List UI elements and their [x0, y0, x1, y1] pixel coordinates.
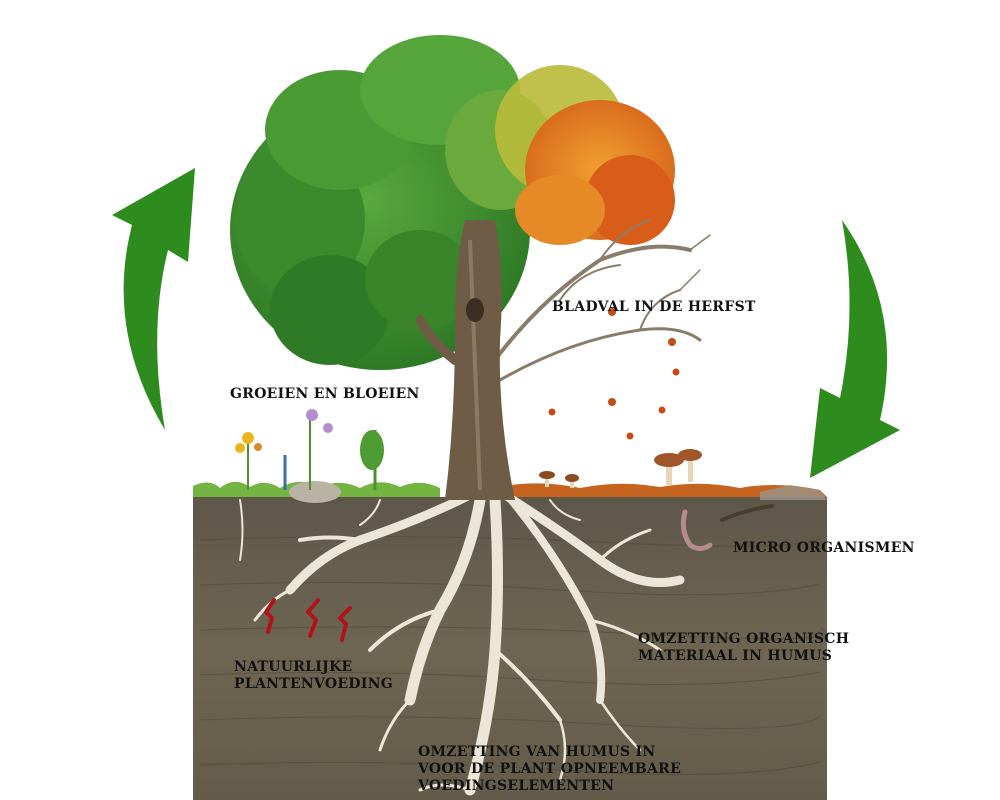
tree-roots — [239, 490, 685, 796]
label-micro-organisms: MICRO ORGANISMEN — [733, 540, 915, 556]
cycle-arrow-right — [810, 220, 900, 478]
label-natural-nutrition-line: NATUURLIJKE — [234, 659, 353, 675]
soil-creatures — [680, 504, 774, 551]
label-natural-nutrition-line: PLANTENVOEDING — [234, 676, 394, 692]
flowering-plants — [235, 409, 384, 490]
label-conversion-organic: OMZETTING ORGANISCH MATERIAAL IN HUMUS — [638, 631, 849, 665]
nutrient-uptake-icons — [264, 598, 352, 642]
tree-crown-autumn — [495, 65, 675, 245]
label-conversion-humus: OMZETTING VAN HUMUS IN VOOR DE PLANT OPN… — [418, 744, 681, 795]
falling-leaves — [548, 308, 680, 440]
mushrooms — [539, 449, 702, 488]
soil — [193, 497, 827, 800]
ground-surface — [193, 481, 827, 503]
label-conversion-humus-line: OMZETTING VAN HUMUS IN — [418, 744, 656, 760]
butterfly — [254, 443, 262, 451]
tree-trunk — [415, 220, 515, 500]
label-leaf-fall: BLADVAL IN DE HERFST — [552, 299, 756, 315]
bare-branches — [493, 219, 711, 382]
label-conversion-humus-line: VOOR DE PLANT OPNEEMBARE — [418, 761, 682, 777]
cycle-arrow-left — [112, 168, 195, 430]
label-growing: GROEIEN EN BLOEIEN — [230, 386, 420, 402]
label-conversion-organic-line: OMZETTING ORGANISCH — [638, 631, 850, 647]
label-conversion-humus-line: VOEDINGSELEMENTEN — [418, 778, 615, 794]
owl-hole — [466, 298, 484, 322]
stone — [289, 481, 341, 503]
label-conversion-organic-line: MATERIAAL IN HUMUS — [638, 648, 833, 664]
tree-crown-green — [230, 35, 555, 370]
label-natural-nutrition: NATUURLIJKE PLANTENVOEDING — [234, 659, 393, 693]
